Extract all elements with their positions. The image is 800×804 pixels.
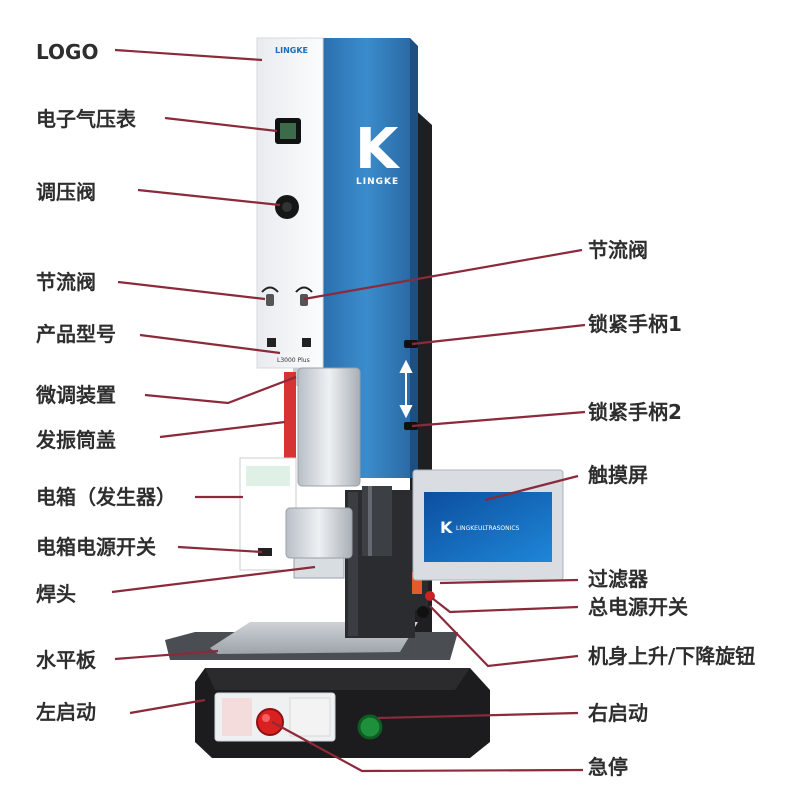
- horn-housing: [297, 367, 361, 487]
- leader-right-start: [377, 711, 579, 720]
- label-touchscreen: 触摸屏: [588, 463, 648, 487]
- label-main-switch: 总电源开关: [588, 595, 688, 619]
- column-brand-letter: K: [355, 117, 401, 182]
- leader-main-switch: [431, 597, 579, 614]
- leader-box-switch: [177, 545, 263, 554]
- leader-model: [139, 333, 281, 355]
- leader-regulator: [137, 188, 281, 207]
- label-filter: 过滤器: [588, 567, 648, 591]
- label-logo: LOGO: [36, 40, 99, 64]
- label-model: 产品型号: [36, 322, 116, 346]
- base-top: [205, 668, 470, 690]
- leader-logo: [114, 48, 263, 62]
- label-right-start: 右启动: [588, 701, 648, 725]
- horn-body: [285, 507, 353, 559]
- touchscreen-display: [424, 492, 552, 562]
- lock-handle-2: [404, 422, 418, 430]
- leader-lines-left: [111, 48, 316, 715]
- leader-throttle-right: [303, 248, 583, 301]
- column-brand-name: LINGKE: [356, 177, 399, 187]
- label-lift-knob: 机身上升/下降旋钮: [588, 644, 756, 668]
- screen-brand: LINGKEULTRASONICS: [456, 525, 520, 532]
- panel-brand-logo: LINGKE: [275, 46, 308, 55]
- lift-knob: [417, 606, 429, 618]
- label-horn-cover: 发振筒盖: [36, 428, 116, 452]
- up-down-arrow: [399, 359, 413, 419]
- leader-lock-1: [411, 323, 586, 346]
- right-start-button: [357, 714, 383, 740]
- label-table: 水平板: [36, 648, 96, 672]
- label-lock-handle-1: 锁紧手柄1: [588, 312, 682, 336]
- leader-fine-tune: [144, 375, 297, 405]
- emergency-stop-button: [256, 708, 284, 736]
- label-throttle-right: 节流阀: [588, 238, 648, 262]
- label-left-start: 左启动: [36, 700, 96, 724]
- model-plate: L3000 Plus: [277, 357, 310, 364]
- label-gauge: 电子气压表: [36, 107, 136, 131]
- leader-lock-2: [411, 410, 586, 428]
- leader-table: [114, 649, 219, 661]
- leader-lift-knob: [429, 605, 579, 668]
- label-throttle-left: 节流阀: [36, 270, 96, 294]
- weld-head: [293, 557, 345, 579]
- label-generator: 电箱（发生器）: [36, 485, 176, 509]
- label-regulator: 调压阀: [36, 180, 96, 204]
- leader-left-start: [129, 698, 206, 715]
- throttle-valves: [261, 286, 313, 306]
- leader-horn-cover: [159, 420, 286, 439]
- leader-filter: [439, 578, 579, 585]
- label-box-switch: 电箱电源开关: [36, 535, 156, 559]
- filter-unit: [412, 572, 422, 594]
- leader-touchscreen: [484, 474, 579, 502]
- leader-weld-head: [111, 565, 316, 594]
- leader-e-stop: [271, 721, 584, 773]
- label-lock-handle-2: 锁紧手柄2: [588, 400, 682, 424]
- box-power-switch: [258, 548, 272, 556]
- screen-brand-letter: K: [440, 518, 453, 537]
- label-e-stop: 急停: [588, 755, 628, 779]
- label-weld-head: 焊头: [36, 582, 76, 606]
- lock-handle-1: [404, 340, 418, 348]
- leader-gauge: [164, 116, 278, 133]
- leader-throttle-left: [117, 280, 266, 301]
- label-fine-tune: 微调装置: [36, 383, 116, 407]
- leader-lines-right: [271, 248, 586, 773]
